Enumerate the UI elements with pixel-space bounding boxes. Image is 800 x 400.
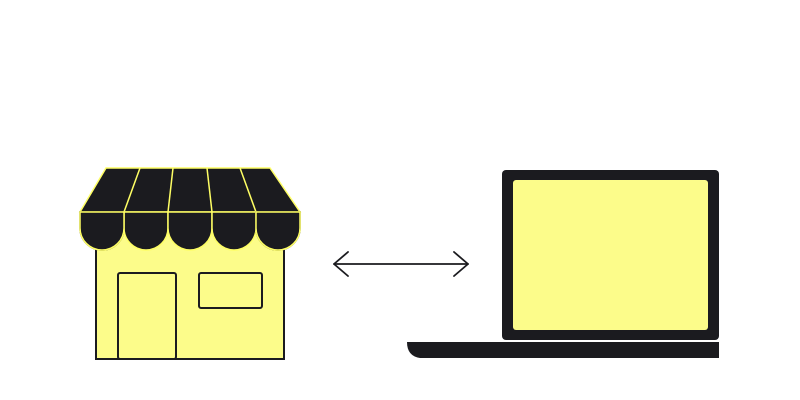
laptop-icon	[407, 170, 719, 358]
arrow-head-left	[333, 251, 349, 277]
awning-top	[78, 167, 302, 213]
awning-scallops	[79, 211, 301, 251]
store-door	[117, 272, 177, 360]
store-window	[198, 272, 263, 309]
storefront-icon	[78, 167, 302, 360]
laptop-screen	[513, 180, 708, 330]
arrow-head-right	[453, 251, 469, 277]
double-arrow-icon	[333, 251, 469, 277]
laptop-base	[407, 342, 719, 358]
awning-stripes	[123, 167, 257, 213]
